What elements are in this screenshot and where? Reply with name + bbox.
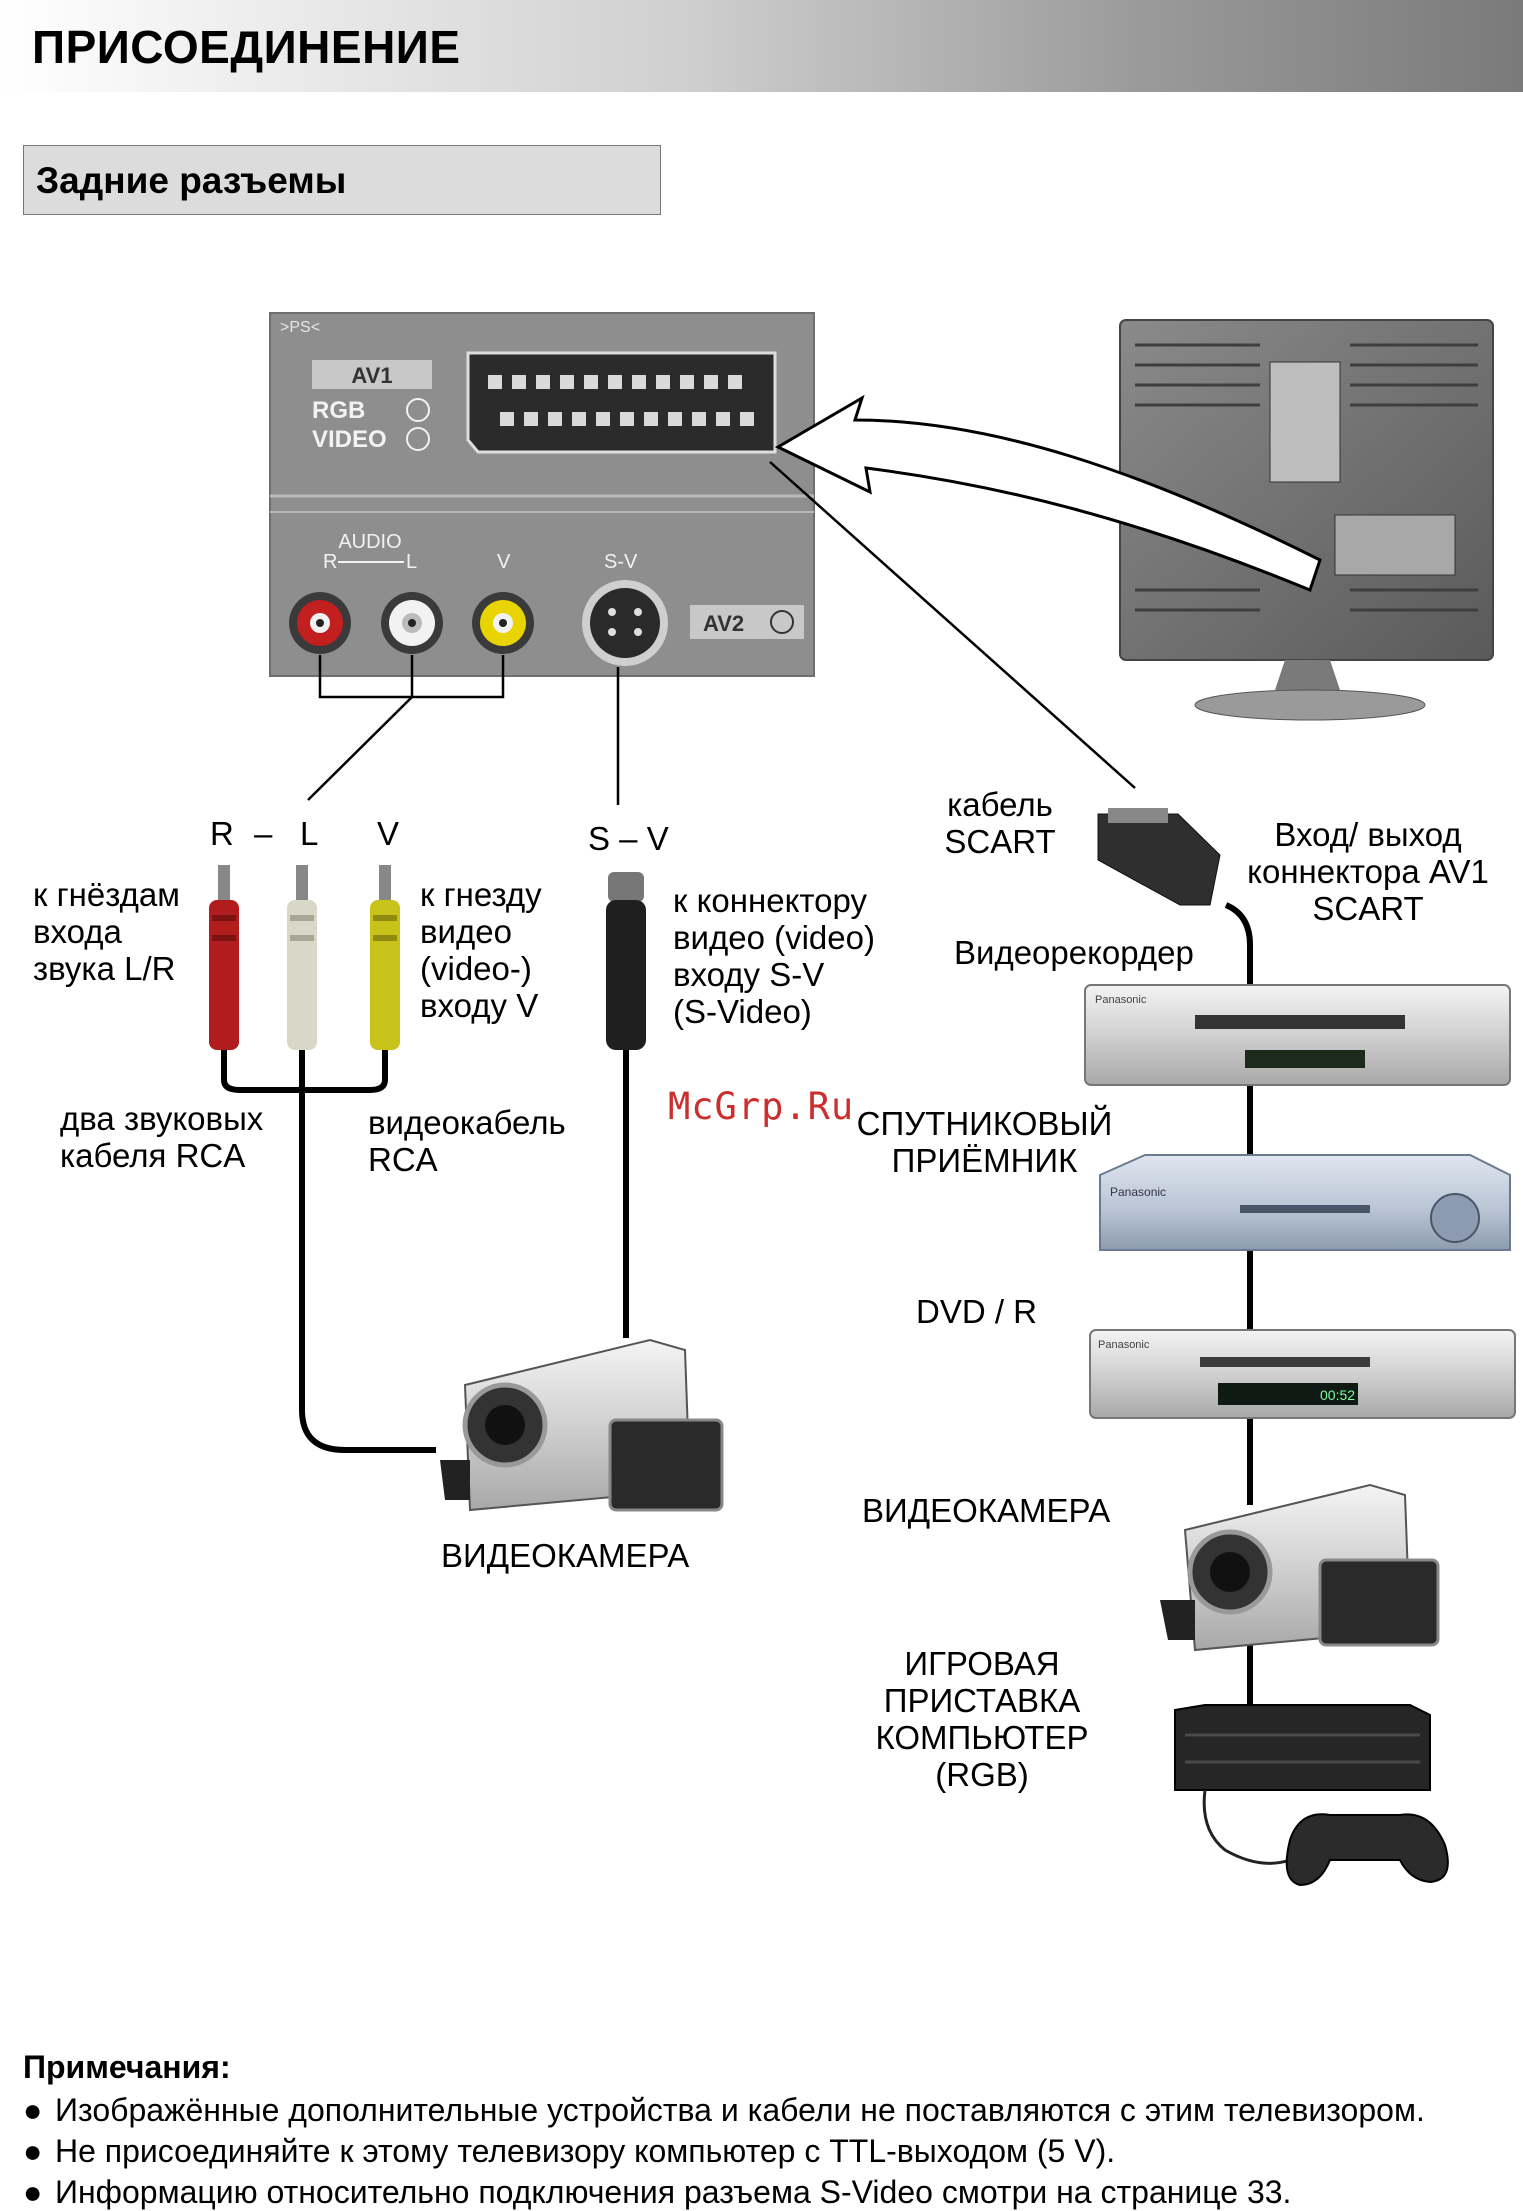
panel-rgb-label: RGB bbox=[312, 397, 365, 424]
panel-av2-label: AV2 bbox=[703, 611, 744, 636]
plug-label-r: R bbox=[210, 815, 234, 852]
label-vcr: Видеорекордер bbox=[954, 934, 1194, 971]
panel-l-label: L bbox=[406, 551, 417, 573]
cables-to-camcorder bbox=[221, 1050, 629, 1453]
gamepad-icon bbox=[1285, 1813, 1449, 1887]
panel-r-label: R bbox=[323, 551, 337, 573]
scart-plug bbox=[1097, 808, 1221, 906]
rca-plug-yellow bbox=[370, 865, 400, 1050]
jack-audio-l bbox=[381, 592, 443, 654]
label-audio-jacks: к гнёздам входа звука L/R bbox=[33, 876, 180, 987]
dvd-recorder-device: 00:52 Panasonic bbox=[1089, 1329, 1516, 1419]
satellite-brand: Panasonic bbox=[1110, 1185, 1166, 1199]
notes-title: Примечания: bbox=[23, 2049, 231, 2085]
pointer-arrow bbox=[774, 394, 1322, 592]
note-item: ●Не присоединяйте к этому телевизору ком… bbox=[23, 2133, 1116, 2169]
vcr-brand: Panasonic bbox=[1095, 994, 1147, 1006]
panel-audio-label: AUDIO bbox=[338, 531, 401, 553]
vcr-device: Panasonic bbox=[1084, 984, 1511, 1086]
note-item: ●Информацию относительно подключения раз… bbox=[23, 2174, 1292, 2210]
panel-v-label: V bbox=[497, 551, 511, 573]
scart-chain-cable bbox=[1224, 902, 1253, 1705]
watermark: McGrp.Ru bbox=[668, 1085, 855, 1128]
jack-s-video bbox=[582, 580, 668, 666]
panel-video-label: VIDEO bbox=[312, 426, 387, 453]
label-video-jack: к гнезду видео (video-) входу V bbox=[420, 876, 542, 1024]
section-box bbox=[23, 145, 661, 215]
page-title: ПРИСОЕДИНЕНИЕ bbox=[32, 21, 461, 73]
jack-bracket-lines bbox=[307, 461, 1136, 805]
camcorder-left bbox=[440, 1338, 724, 1512]
label-audio-cables: два звуковых кабеля RCA bbox=[60, 1100, 264, 1174]
plug-label-sv: S – V bbox=[588, 820, 669, 857]
dvd-brand: Panasonic bbox=[1098, 1339, 1150, 1351]
camcorder-right bbox=[1160, 1483, 1440, 1652]
tv-rear-view bbox=[1119, 319, 1494, 721]
plug-label-l: L bbox=[300, 815, 319, 852]
panel-av1-label: AV1 bbox=[351, 363, 392, 388]
panel-sv-label: S-V bbox=[604, 551, 638, 573]
label-satellite: СПУТНИКОВЫЙ ПРИЁМНИК bbox=[856, 1105, 1113, 1179]
label-dvd: DVD / R bbox=[916, 1293, 1038, 1330]
tv-back-panel: >PS< AV1 RGB VIDEO AUDIO R L V S-V bbox=[269, 312, 815, 677]
label-game: ИГРОВАЯ ПРИСТАВКА КОМПЬЮТЕР (RGB) bbox=[875, 1645, 1089, 1793]
panel-ps-label: >PS< bbox=[280, 319, 320, 336]
label-sv-connector: к коннектору видео (video) входу S-V (S-… bbox=[673, 882, 875, 1030]
dvd-display: 00:52 bbox=[1320, 1387, 1355, 1403]
note-item: ●Изображённые дополнительные устройства … bbox=[23, 2092, 1425, 2128]
satellite-receiver-device: Panasonic bbox=[1099, 1154, 1511, 1251]
s-video-plug bbox=[606, 872, 646, 1050]
rca-plug-red bbox=[209, 865, 239, 1050]
label-camcorder-left: ВИДЕОКАМЕРА bbox=[441, 1537, 690, 1574]
plug-label-dash: – bbox=[254, 815, 273, 852]
rca-plug-white bbox=[287, 865, 317, 1050]
label-camcorder-right: ВИДЕОКАМЕРА bbox=[862, 1492, 1111, 1529]
jack-video-v bbox=[472, 592, 534, 654]
label-av1-io: Вход/ выход коннектора AV1 SCART bbox=[1247, 816, 1489, 927]
section-title: Задние разъемы bbox=[36, 160, 347, 201]
plug-label-v: V bbox=[377, 815, 400, 852]
header-band bbox=[0, 0, 1523, 92]
scart-socket bbox=[466, 351, 777, 454]
game-console-device bbox=[1174, 1704, 1431, 1865]
input-icon bbox=[406, 398, 430, 422]
jack-audio-r bbox=[289, 592, 351, 654]
label-scart-cable: кабель SCART bbox=[944, 786, 1056, 860]
input-icon bbox=[770, 610, 794, 634]
label-video-cable: видеокабель RCA bbox=[368, 1104, 566, 1178]
input-output-icon bbox=[406, 427, 430, 451]
